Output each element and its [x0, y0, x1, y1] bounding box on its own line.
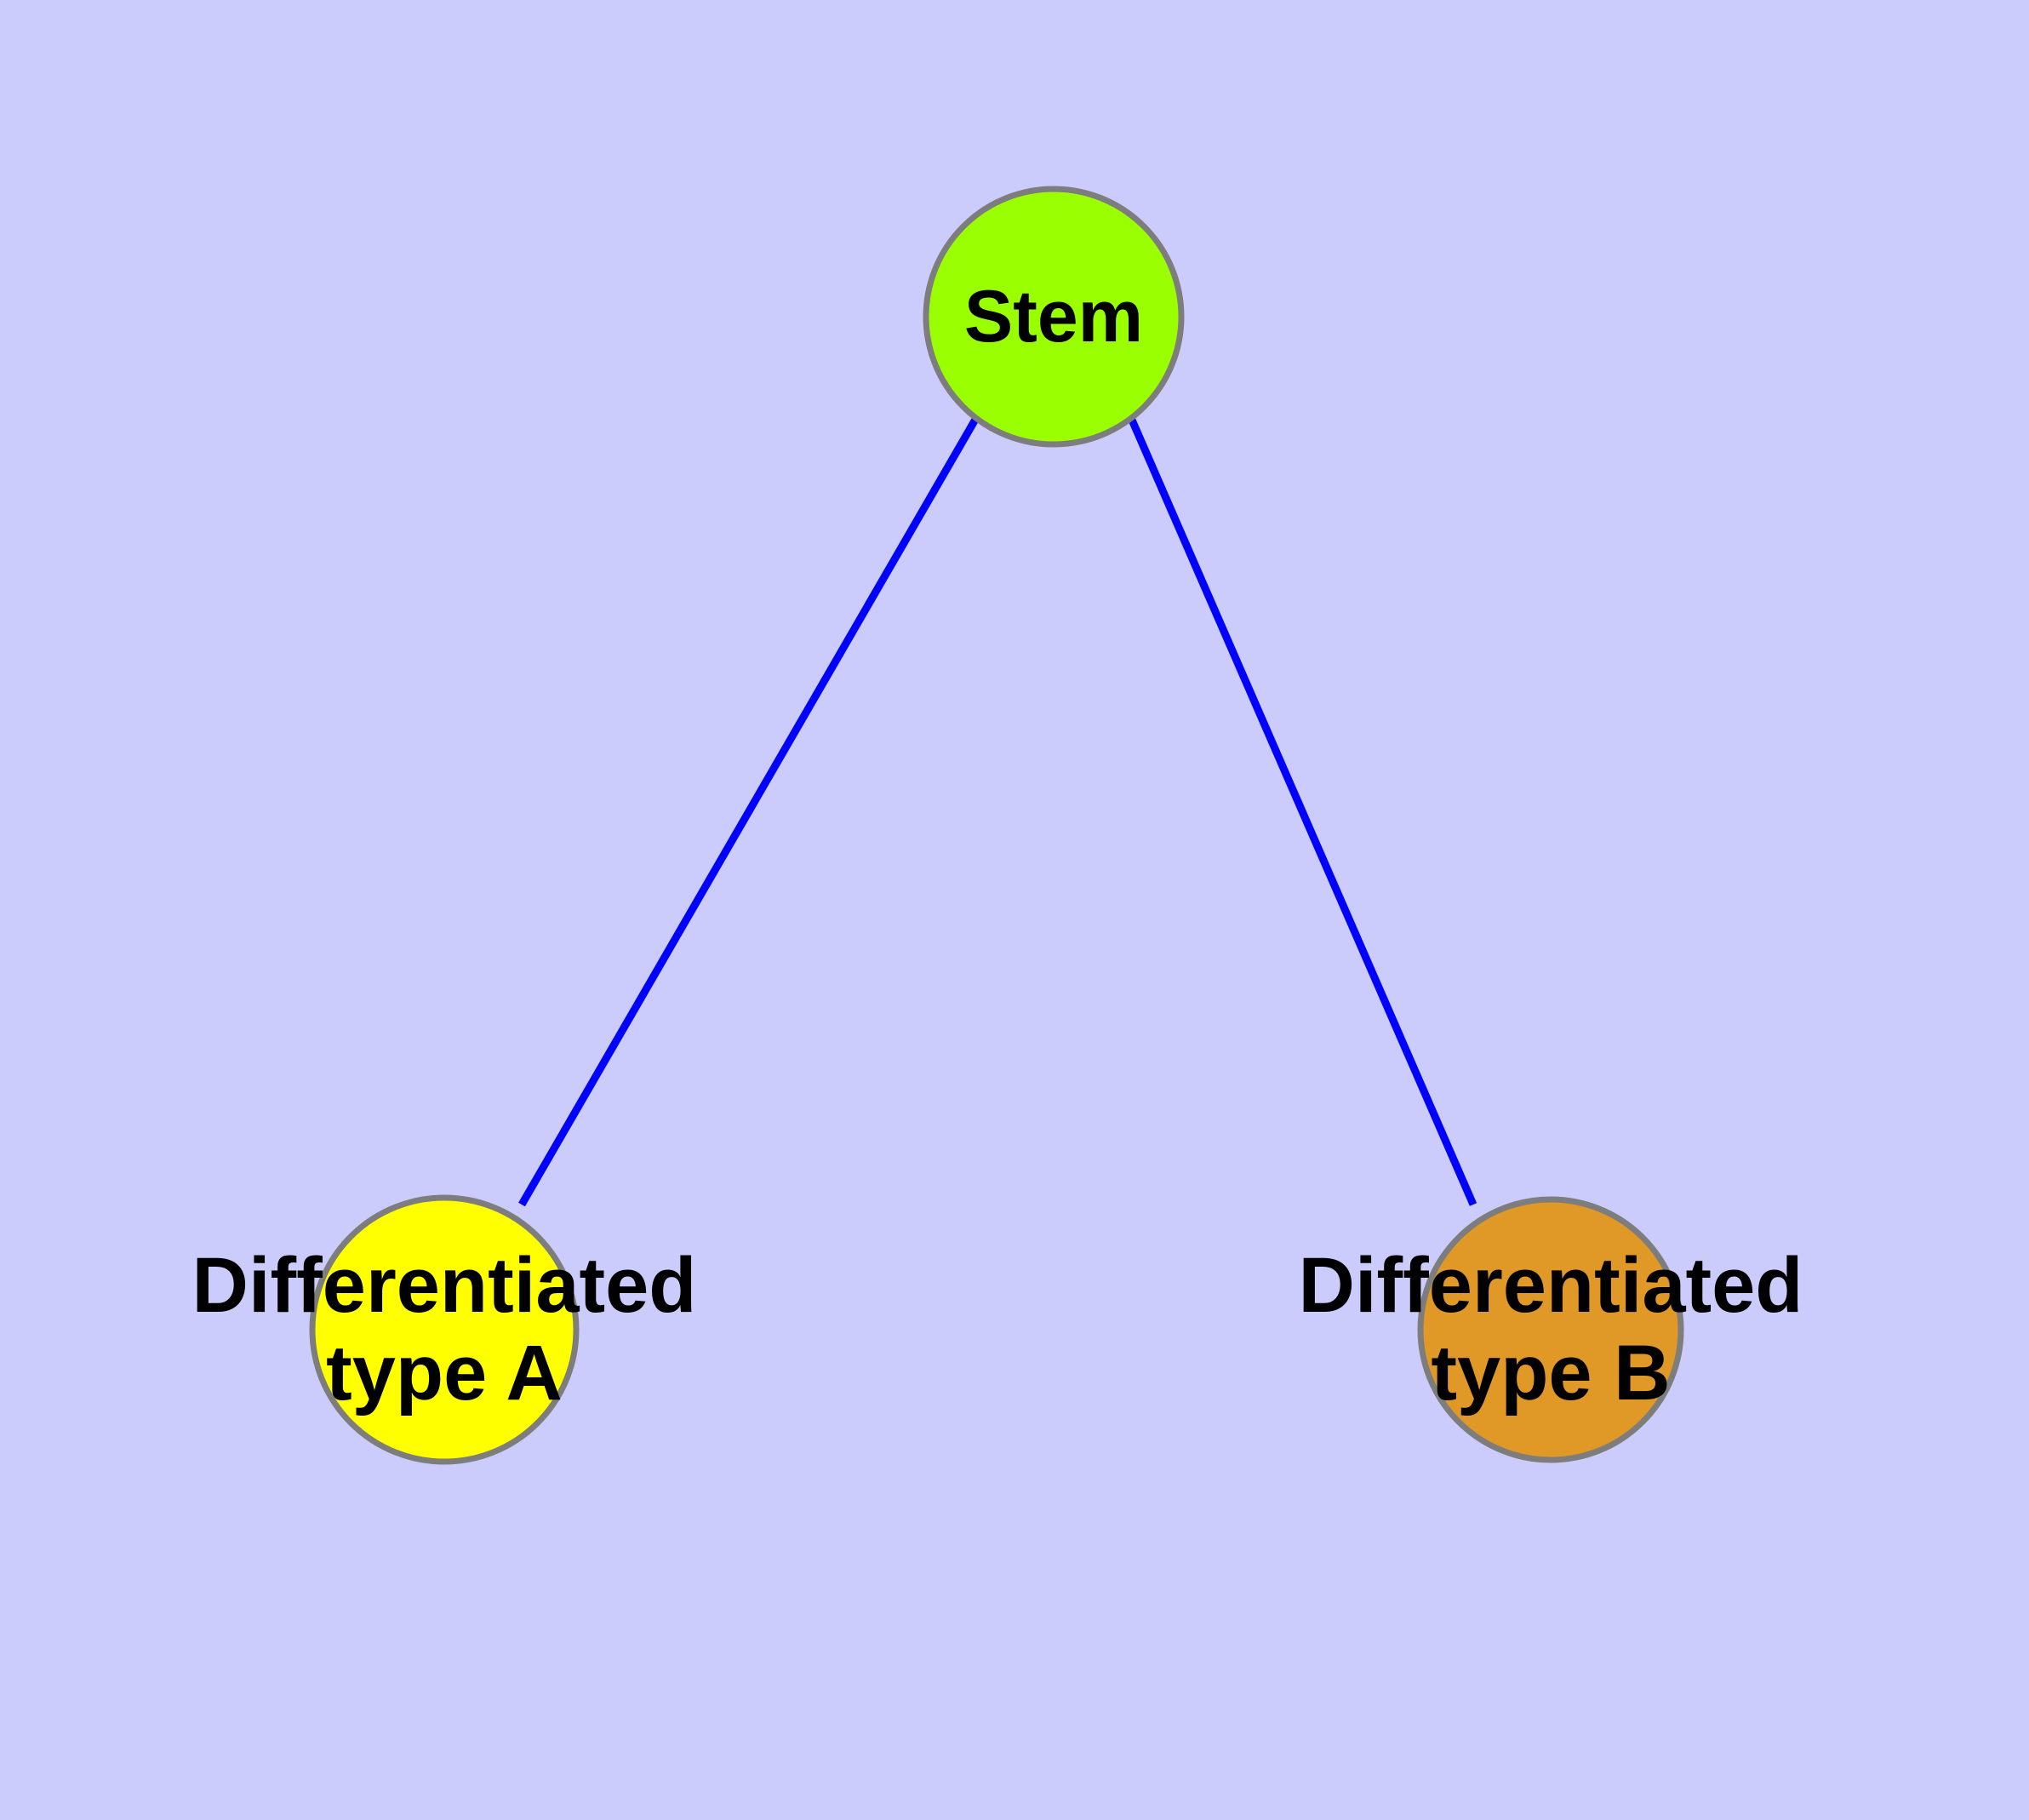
nodes-group	[309, 186, 1684, 1465]
node-diff-a[interactable]	[309, 1194, 580, 1465]
node-stem[interactable]	[923, 186, 1185, 448]
edge-stem-to-a[interactable]	[518, 415, 980, 1207]
edge-stem-to-b[interactable]	[1127, 416, 1477, 1206]
edges-group	[518, 415, 1477, 1207]
node-diff-b[interactable]	[1417, 1196, 1684, 1463]
